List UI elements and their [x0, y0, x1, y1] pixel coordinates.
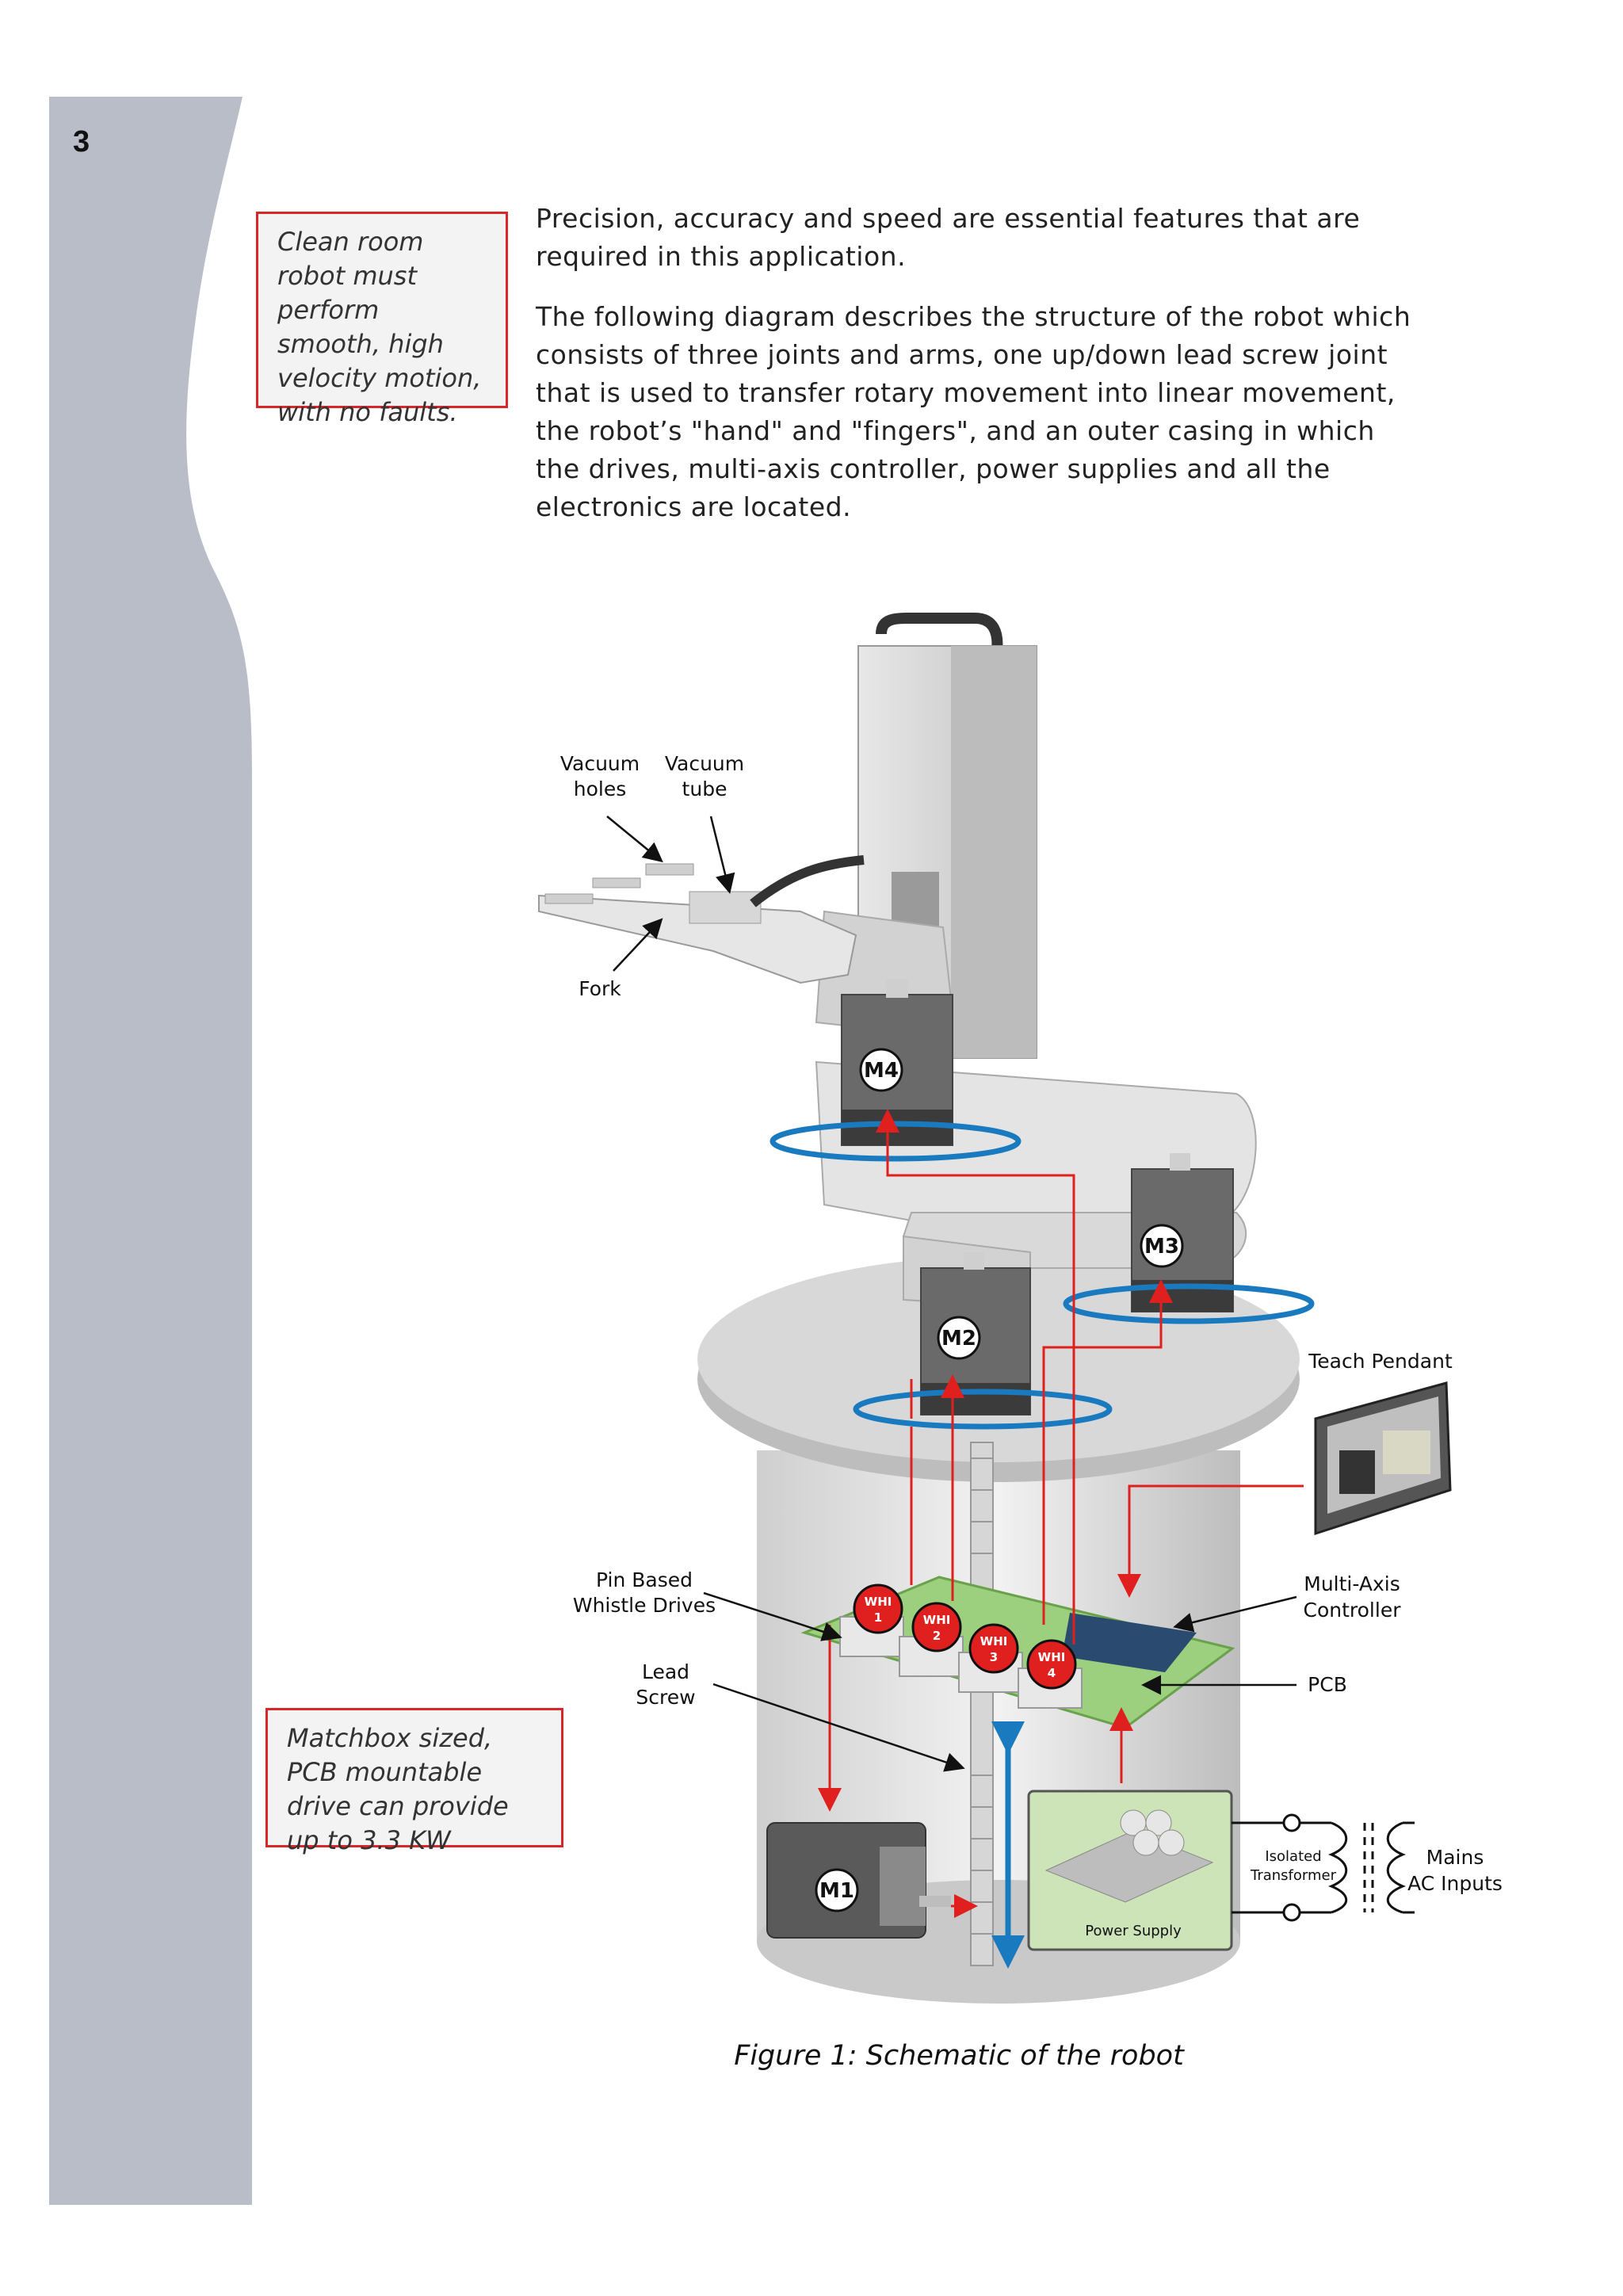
label-vacuum-tube-2: tube: [682, 777, 727, 800]
callout-clean-room: Clean room robot must perform smooth, hi…: [256, 212, 508, 427]
figure-caption: Figure 1: Schematic of the robot: [734, 2040, 1184, 2072]
drive-1-number: 1: [874, 1610, 882, 1625]
drive-2: WHI 2: [911, 1602, 962, 1652]
label-mains-2: AC Inputs: [1407, 1872, 1503, 1895]
label-pin-drives-1: Pin Based: [596, 1568, 693, 1591]
callout-text: Matchbox sized, PCB mountable drive can …: [287, 1723, 509, 1855]
label-fork: Fork: [579, 977, 621, 1000]
label-transformer-2: Transformer: [1250, 1867, 1337, 1884]
drive-3-label: WHI: [980, 1634, 1008, 1648]
label-mains-1: Mains: [1426, 1846, 1484, 1869]
label-vacuum-tube-1: Vacuum: [665, 752, 744, 775]
motor-m1: M1: [766, 1822, 951, 1939]
label-controller-2: Controller: [1304, 1599, 1402, 1622]
label-vacuum-holes-2: holes: [574, 777, 627, 800]
drive-3: WHI 3: [968, 1623, 1019, 1674]
label-pin-drives-2: Whistle Drives: [573, 1594, 716, 1617]
drive-4-label: WHI: [1038, 1650, 1066, 1664]
label-transformer-1: Isolated: [1265, 1848, 1321, 1865]
teach-pendant: [1314, 1381, 1452, 1536]
page-number: 3: [73, 125, 90, 159]
signal-arrows: [818, 1109, 1304, 1918]
transformer: [1232, 1813, 1415, 1922]
drive-4: WHI 4: [1026, 1639, 1077, 1690]
motor-m2-label: M2: [941, 1327, 976, 1350]
power-supply: Power Supply: [1027, 1790, 1233, 1951]
motor-m4: M4: [841, 979, 953, 1146]
label-teach-pendant: Teach Pendant: [1308, 1350, 1453, 1373]
drive-1-label: WHI: [865, 1595, 892, 1609]
drive-2-number: 2: [933, 1629, 941, 1643]
motor-m1-label: M1: [819, 1879, 854, 1903]
label-controller-1: Multi-Axis: [1304, 1572, 1400, 1595]
body-paragraph-1: Precision, accuracy and speed are essent…: [536, 203, 1361, 272]
label-lead-screw-2: Screw: [636, 1686, 695, 1709]
label-lead-screw-1: Lead: [642, 1660, 689, 1683]
label-pcb: PCB: [1308, 1673, 1347, 1696]
drive-4-number: 4: [1048, 1666, 1056, 1680]
leader-lines: [606, 816, 1297, 1772]
label-vacuum-holes-1: Vacuum: [560, 752, 640, 775]
drive-1: WHI 1: [853, 1584, 903, 1634]
body-paragraph-2: The following diagram describes the stru…: [536, 301, 1411, 522]
drive-3-number: 3: [990, 1650, 998, 1664]
callout-matchbox-drive: Matchbox sized, PCB mountable drive can …: [265, 1708, 563, 1855]
motor-m4-label: M4: [864, 1059, 899, 1083]
callout-text: Clean room robot must perform smooth, hi…: [277, 227, 482, 427]
sidebar-shape: [49, 97, 252, 2205]
drive-2-label: WHI: [923, 1613, 951, 1627]
lead-screw: [970, 1442, 994, 1966]
power-supply-label: Power Supply: [1085, 1923, 1182, 1939]
fork-hand: [538, 855, 865, 984]
motor-m3-label: M3: [1144, 1235, 1179, 1259]
